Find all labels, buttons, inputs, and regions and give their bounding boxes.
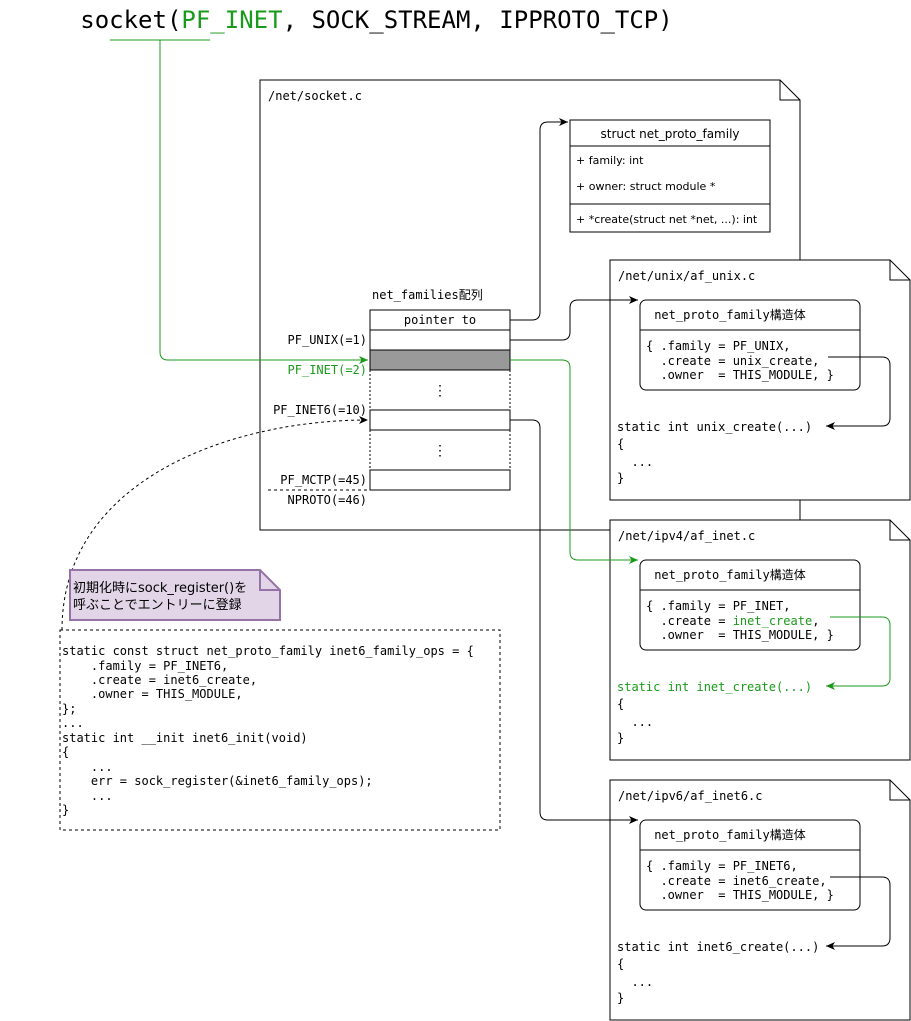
af-inet-path: /net/ipv4/af_inet.c <box>618 529 755 543</box>
array-label: net_families配列 <box>372 288 483 302</box>
socket-call-title: socket(PF_INET, SOCK_STREAM, IPPROTO_TCP… <box>8 6 716 34</box>
inet6-create-func: static int inet6_create(...) <box>617 940 819 954</box>
code-line-8: { <box>62 745 69 759</box>
array-header-label: pointer to <box>404 313 476 327</box>
unix-struct-line-owner: .owner = THIS_MODULE, } <box>646 368 834 382</box>
arrow-inet6-create-pointer <box>826 876 891 950</box>
code-line-10: err = sock_register(&inet6_family_ops); <box>62 774 373 788</box>
note-line-1: 初期化時にsock_register()を <box>73 581 247 596</box>
struct-class-box <box>569 119 771 233</box>
code-line-1: static const struct net_proto_family ine… <box>62 644 474 658</box>
unix-struct-title: net_proto_family構造体 <box>654 308 806 322</box>
index-pf-inet6: PF_INET6(=10) <box>273 403 367 417</box>
array-ellipsis-1: ⋮ <box>433 383 447 399</box>
code-line-6: ... <box>62 716 84 730</box>
struct-class-method-create: + *create(struct net *net, ...): int <box>576 213 758 226</box>
unix-struct-line-family: { .family = PF_UNIX, <box>646 339 791 353</box>
inet6-struct-line-family: { .family = PF_INET6, <box>646 859 798 873</box>
af-unix-file-fold <box>889 260 910 281</box>
inet-struct-title: net_proto_family構造体 <box>654 568 806 582</box>
array-cell-pf-inet <box>369 349 511 371</box>
arrow-title-to-pf-inet-row <box>159 40 368 364</box>
af-inet6-file-fold <box>889 780 910 801</box>
struct-class-name: struct net_proto_family <box>600 127 739 141</box>
arrow-inet-create-pointer <box>826 616 891 690</box>
inet-create-func: static int inet_create(...) <box>617 680 812 694</box>
af-inet-file-fold <box>889 520 910 541</box>
inet6-func-body: ... <box>617 975 653 989</box>
unix-struct-box <box>639 299 861 391</box>
index-nproto: NPROTO(=46) <box>288 493 367 507</box>
inet6-struct-title: net_proto_family構造体 <box>654 828 806 842</box>
code-line-2: .family = PF_INET6, <box>62 659 228 673</box>
inet6-func-open: { <box>617 957 624 971</box>
code-line-3: .create = inet6_create, <box>62 673 257 687</box>
inet6-struct-line-owner: .owner = THIS_MODULE, } <box>646 888 834 902</box>
inet-struct-box <box>639 559 861 651</box>
inet6-struct-box <box>639 819 861 911</box>
unix-func-close: } <box>617 471 624 485</box>
code-line-11: ... <box>62 789 113 803</box>
array-cell-pf-unix <box>369 329 511 351</box>
array-ellipsis-2: ⋮ <box>433 443 447 459</box>
arrow-sock-register <box>61 416 369 631</box>
inet6-init-code-block <box>59 629 501 831</box>
struct-class-attr-family: + family: int <box>576 154 644 167</box>
unix-func-body: ... <box>617 455 653 469</box>
note-line-2: 呼ぶことでエントリーに登録 <box>73 598 242 613</box>
inet6-struct-line-create: .create = inet6_create, <box>646 874 827 888</box>
inet-func-close: } <box>617 731 624 745</box>
index-pf-unix: PF_UNIX(=1) <box>288 333 367 347</box>
code-line-12: } <box>62 803 69 817</box>
registration-note-fold <box>259 570 280 591</box>
inet-func-open: { <box>617 697 624 711</box>
unix-struct-line-create: .create = unix_create, <box>646 354 819 368</box>
af-inet6-path: /net/ipv6/af_inet6.c <box>618 789 763 803</box>
index-pf-mctp: PF_MCTP(=45) <box>280 473 367 487</box>
af-unix-path: /net/unix/af_unix.c <box>618 269 755 283</box>
arrow-pf-inet6-to-inet6-struct <box>510 419 638 824</box>
inet-struct-line-create: .create = inet_create, <box>646 614 819 628</box>
arrow-pf-inet-to-inet-struct <box>510 359 638 564</box>
code-line-7: static int __init inet6_init(void) <box>62 731 308 745</box>
array-cell-pf-inet6 <box>369 409 511 431</box>
code-line-5: }; <box>62 702 76 716</box>
unix-create-func: static int unix_create(...) <box>617 420 812 434</box>
socket-c-path: /net/socket.c <box>268 89 362 103</box>
inet-struct-line-family: { .family = PF_INET, <box>646 599 791 613</box>
index-pf-inet: PF_INET(=2) <box>288 363 367 377</box>
arrow-pf-unix-to-unix-struct <box>510 296 638 341</box>
code-line-9: ... <box>62 760 113 774</box>
inet-struct-line-owner: .owner = THIS_MODULE, } <box>646 628 834 642</box>
struct-class-attr-owner: + owner: struct module * <box>576 180 716 193</box>
unix-func-open: { <box>617 437 624 451</box>
socket-c-file-fold <box>779 80 800 101</box>
arrow-array-to-struct-class <box>510 118 568 321</box>
registration-note <box>69 569 281 621</box>
code-line-4: .owner = THIS_MODULE, <box>62 687 243 701</box>
arrow-unix-create-pointer <box>826 356 891 430</box>
inet-func-body: ... <box>617 715 653 729</box>
array-cell-pf-mctp <box>369 469 511 491</box>
inet6-func-close: } <box>617 991 624 1005</box>
